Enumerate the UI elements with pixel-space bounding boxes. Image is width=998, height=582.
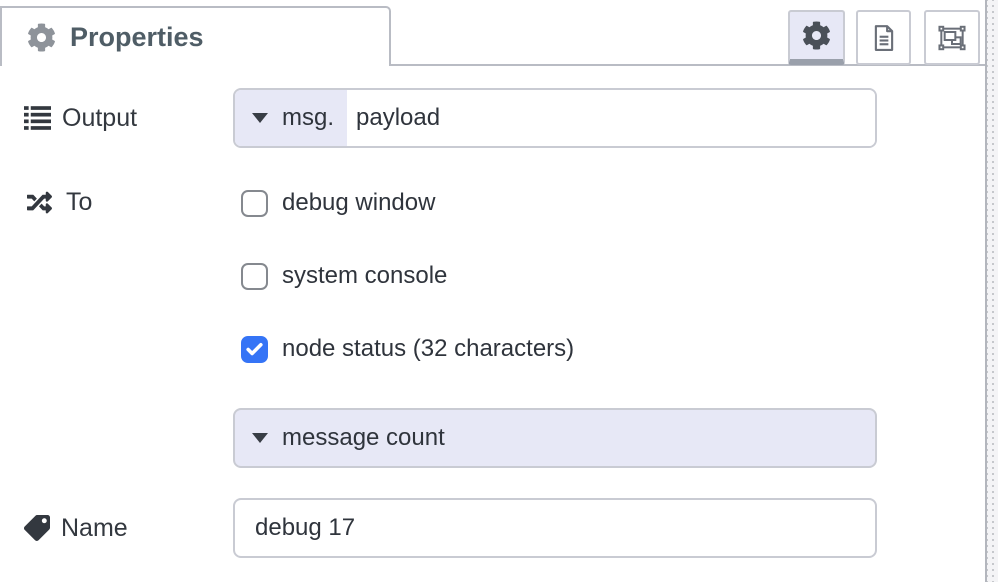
tag-icon: [24, 515, 50, 541]
output-field-label: Output: [24, 88, 137, 148]
name-label-text: Name: [61, 513, 128, 542]
debug-window-option[interactable]: debug window: [241, 189, 435, 217]
toolbar-appearance-button[interactable]: [924, 10, 980, 65]
output-label-text: Output: [62, 103, 138, 132]
node-status-option[interactable]: node status (32 characters): [241, 335, 574, 363]
shuffle-icon: [27, 191, 53, 213]
output-property-input[interactable]: [347, 90, 875, 146]
appearance-icon: [938, 25, 966, 50]
status-value-dropdown[interactable]: message count: [233, 408, 877, 468]
status-value-label: message count: [282, 424, 445, 451]
node-status-checkbox[interactable]: [241, 335, 268, 363]
chevron-down-icon: [252, 433, 268, 443]
check-icon: [246, 342, 263, 355]
gear-icon: [803, 21, 830, 50]
panel-right-border: [985, 0, 987, 582]
system-console-option-label: system console: [282, 262, 448, 289]
chevron-down-icon: [252, 113, 268, 123]
to-label-text: To: [66, 187, 93, 216]
list-icon: [24, 106, 51, 130]
output-type-prefix: msg.: [282, 104, 335, 131]
output-type-dropdown-button[interactable]: msg.: [235, 90, 347, 146]
tab-properties[interactable]: Properties: [0, 6, 391, 66]
node-status-option-label: node status (32 characters): [282, 335, 575, 362]
name-field-label: Name: [24, 498, 128, 558]
system-console-checkbox[interactable]: [241, 262, 268, 290]
tab-bottom-border: [391, 64, 985, 66]
toolbar-properties-button[interactable]: [788, 10, 845, 65]
output-typed-input: msg.: [233, 88, 877, 148]
name-input[interactable]: [233, 498, 877, 558]
tab-properties-label: Properties: [70, 21, 204, 52]
debug-window-checkbox[interactable]: [241, 189, 268, 217]
system-console-option[interactable]: system console: [241, 262, 447, 290]
gear-icon: [28, 22, 55, 52]
workspace-grid-background: [987, 0, 998, 582]
debug-window-option-label: debug window: [282, 189, 436, 216]
to-field-label: To: [24, 188, 92, 216]
toolbar-description-button[interactable]: [856, 10, 911, 65]
file-icon: [874, 24, 893, 51]
